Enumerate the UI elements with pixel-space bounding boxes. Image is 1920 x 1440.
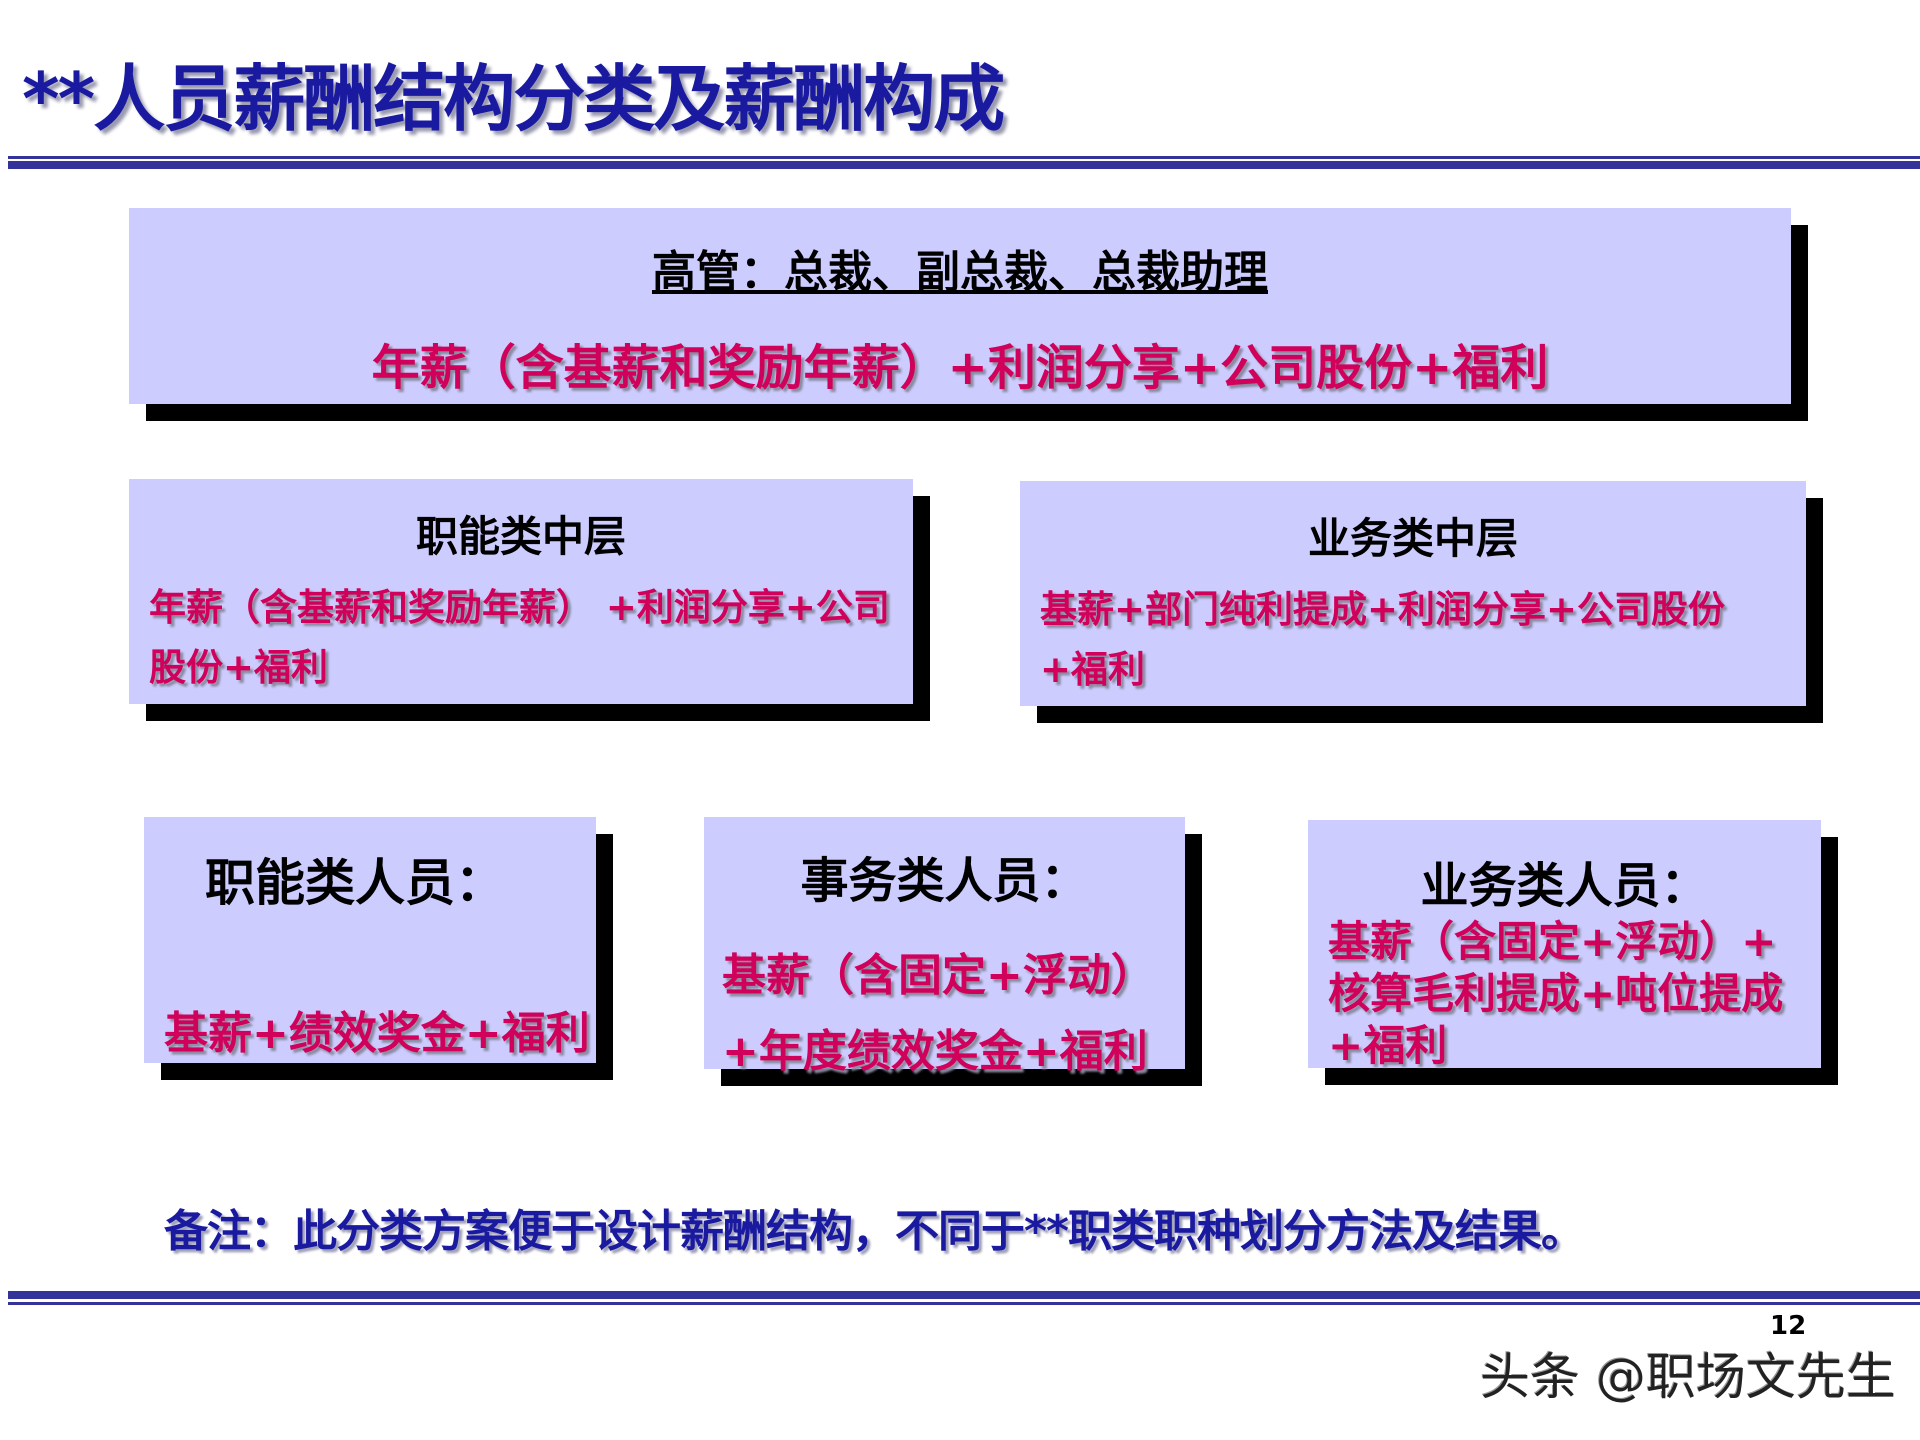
business-staff-box: 业务类人员： 基薪（含固定+浮动）+ 核算毛利提成+吨位提成 +福利 xyxy=(1308,820,1821,1070)
page-title: **人员薪酬结构分类及薪酬构成 xyxy=(22,57,1005,141)
functional-middle-box: 职能类中层 年薪（含基薪和奖励年薪） +利润分享+公司股份+福利 xyxy=(129,479,913,704)
footnote: 备注：此分类方案便于设计薪酬结构，不同于**职类职种划分方法及结果。 xyxy=(164,1206,1585,1257)
executive-heading: 高管：总裁、副总裁、总裁助理 xyxy=(652,247,1268,298)
business-staff-formula-line2: 核算毛利提成+吨位提成 xyxy=(1328,969,1784,1018)
business-staff-formula-line1: 基薪（含固定+浮动）+ xyxy=(1328,917,1777,966)
affairs-staff-heading: 事务类人员： xyxy=(800,853,1089,909)
page-number: 12 xyxy=(1770,1311,1807,1341)
watermark: 头条 @职场文先生 xyxy=(1480,1348,1896,1406)
affairs-staff-box: 事务类人员： 基薪（含固定+浮动） +年度绩效奖金+福利 xyxy=(704,817,1185,1077)
executive-box: 高管：总裁、副总裁、总裁助理 年薪（含基薪和奖励年薪）+利润分享+公司股份+福利 xyxy=(129,208,1791,404)
business-middle-heading: 业务类中层 xyxy=(1307,514,1518,563)
functional-staff-formula: 基薪+绩效奖金+福利 xyxy=(164,1008,590,1059)
affairs-staff-formula-line1: 基薪（含固定+浮动） xyxy=(722,950,1155,1001)
functional-staff-box: 职能类人员： 基薪+绩效奖金+福利 xyxy=(144,817,596,1063)
executive-formula: 年薪（含基薪和奖励年薪）+利润分享+公司股份+福利 xyxy=(371,340,1549,396)
business-middle-box: 业务类中层 基薪+部门纯利提成+利润分享+公司股份+福利 xyxy=(1020,481,1806,706)
functional-staff-heading: 职能类人员： xyxy=(205,854,505,912)
bottom-divider-thin xyxy=(8,1302,1920,1305)
business-middle-formula: 基薪+部门纯利提成+利润分享+公司股份+福利 xyxy=(1040,588,1726,691)
top-divider-thick xyxy=(8,161,1920,169)
bottom-divider-thick xyxy=(8,1291,1920,1299)
business-staff-formula-line3: +福利 xyxy=(1328,1021,1448,1070)
functional-middle-heading: 职能类中层 xyxy=(415,512,626,561)
affairs-staff-formula-line2: +年度绩效奖金+福利 xyxy=(722,1026,1148,1077)
top-divider-thin xyxy=(8,156,1920,159)
business-staff-heading: 业务类人员： xyxy=(1420,858,1709,914)
functional-middle-formula: 年薪（含基薪和奖励年薪） +利润分享+公司股份+福利 xyxy=(149,586,890,689)
